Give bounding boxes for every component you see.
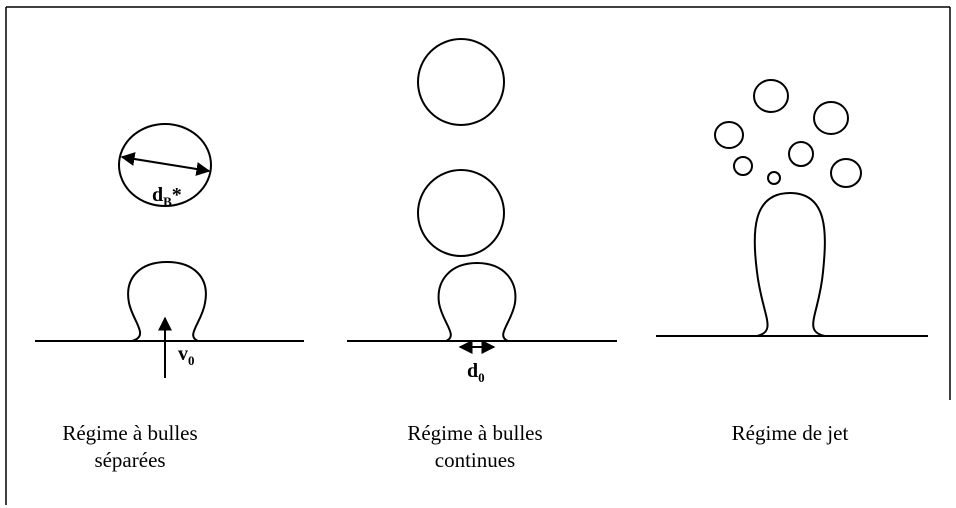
caption-separated-line1: Régime à bulles [62, 421, 198, 445]
orifice-diameter-label: d0 [467, 360, 485, 386]
detached-bubble [118, 123, 212, 207]
droplet-1 [753, 79, 789, 113]
droplet-6 [830, 158, 862, 188]
caption-continuous-line2: continues [434, 448, 516, 472]
forming-bubble [127, 260, 207, 342]
caption-continuous: Régime à bulles continues [365, 420, 585, 474]
bubble-top [417, 38, 505, 126]
orifice-diameter-sub: 0 [478, 370, 485, 385]
orifice-diameter-base: d [467, 360, 479, 382]
bubble-diameter-arrow [120, 152, 211, 176]
caption-jet-line1: Régime de jet [731, 421, 849, 445]
droplet-2 [813, 101, 849, 135]
forming-bubble [437, 261, 517, 342]
panel-continuous-bubbles [347, 38, 617, 354]
droplet-4 [788, 141, 814, 167]
droplet-7 [767, 171, 781, 185]
caption-continuous-line1: Régime à bulles [407, 421, 543, 445]
velocity-base: v [178, 343, 188, 365]
velocity-label: v0 [178, 343, 195, 369]
droplet-5 [733, 156, 753, 176]
caption-separated-line2: séparées [94, 448, 166, 472]
panel-jet [656, 79, 928, 337]
bubble-diameter-suffix: * [171, 184, 182, 206]
jet-column [753, 191, 826, 337]
panel-separated-bubbles [35, 123, 304, 378]
bubble-diameter-label: dB* [152, 184, 182, 210]
bubble-diameter-base: d [152, 184, 164, 206]
velocity-sub: 0 [188, 353, 195, 368]
caption-jet: Régime de jet [690, 420, 890, 447]
bubble-middle [417, 169, 505, 257]
bubble-diameter-sub: B [163, 194, 172, 209]
caption-separated: Régime à bulles séparées [30, 420, 230, 474]
droplet-3 [714, 121, 744, 149]
